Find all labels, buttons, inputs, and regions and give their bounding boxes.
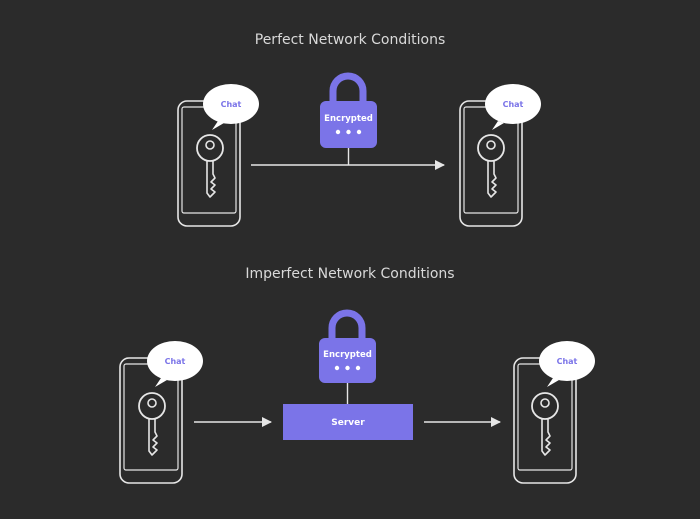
receiver-phone: Chat — [513, 341, 595, 484]
chat-bubble-label: Chat — [557, 357, 578, 366]
key-icon — [196, 134, 224, 198]
chat-bubble: Chat — [485, 84, 541, 130]
server-box: Server — [283, 404, 413, 440]
key-icon — [531, 392, 559, 456]
section-imperfect: Imperfect Network Conditions Chat Encryp… — [119, 266, 595, 484]
padlock-icon: Encrypted — [319, 309, 376, 404]
chat-bubble: Chat — [203, 84, 259, 130]
section-title-imperfect: Imperfect Network Conditions — [245, 266, 454, 282]
chat-bubble: Chat — [539, 341, 595, 387]
sender-phone: Chat — [177, 84, 259, 227]
sender-phone: Chat — [119, 341, 203, 484]
key-icon — [138, 392, 166, 456]
section-title-perfect: Perfect Network Conditions — [255, 32, 446, 48]
key-icon — [477, 134, 505, 198]
receiver-phone: Chat — [459, 84, 541, 227]
chat-bubble-label: Chat — [221, 100, 242, 109]
chat-bubble-label: Chat — [503, 100, 524, 109]
lock-label: Encrypted — [324, 114, 373, 124]
chat-bubble: Chat — [147, 341, 203, 387]
section-perfect: Perfect Network Conditions Chat Encrypte… — [177, 32, 541, 227]
padlock-icon: Encrypted — [320, 72, 377, 165]
server-label: Server — [331, 418, 365, 428]
chat-bubble-label: Chat — [165, 357, 186, 366]
lock-label: Encrypted — [323, 350, 372, 360]
